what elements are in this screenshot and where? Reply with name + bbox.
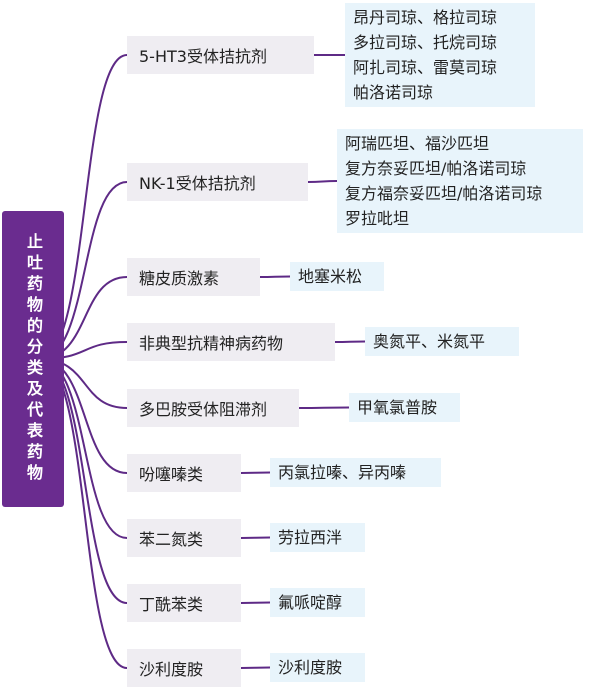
category-node: NK-1受体拮抗剂 (127, 163, 308, 201)
example-connector (298, 406, 350, 409)
example-drug: 沙利度胺 (278, 658, 343, 677)
example-node: 奥氮平、米氮平 (365, 327, 519, 356)
example-connector (240, 666, 271, 669)
category-node: 吩噻嗪类 (127, 454, 241, 492)
example-drug: 阿瑞匹坦、福沙匹坦 (345, 134, 490, 153)
example-connector (334, 340, 366, 343)
root-label: 止吐药物的分类及代表药物 (24, 233, 43, 485)
example-drug: 丙氯拉嗪、异丙嗪 (278, 463, 407, 482)
example-drug: 昂丹司琼、格拉司琼 (353, 8, 498, 27)
category-node: 5-HT3受体拮抗剂 (127, 36, 314, 74)
example-node: 沙利度胺 (270, 653, 365, 682)
example-node: 氟哌啶醇 (270, 588, 365, 617)
example-drug: 多拉司琼、托烷司琼 (353, 33, 498, 52)
example-drug: 氟哌啶醇 (278, 593, 343, 612)
example-node: 甲氧氯普胺 (349, 393, 460, 422)
example-connector (240, 536, 271, 539)
example-node: 劳拉西泮 (270, 523, 365, 552)
category-node: 苯二氮类 (127, 519, 241, 557)
example-drug: 帕洛诺司琼 (353, 83, 434, 102)
category-node: 非典型抗精神病药物 (127, 323, 335, 361)
example-drug: 甲氧氯普胺 (357, 398, 438, 417)
example-connector (307, 180, 338, 183)
example-drug: 阿扎司琼、雷莫司琼 (353, 58, 498, 77)
category-node: 沙利度胺 (127, 649, 241, 687)
example-connector (259, 275, 291, 278)
example-drug: 劳拉西泮 (278, 528, 343, 547)
category-node: 多巴胺受体阻滞剂 (127, 389, 299, 427)
example-node: 阿瑞匹坦、福沙匹坦复方奈妥匹坦/帕洛诺司琼复方福奈妥匹坦/帕洛诺司琼罗拉吡坦 (337, 129, 583, 233)
example-node: 地塞米松 (290, 262, 384, 291)
root-node: 止吐药物的分类及代表药物 (2, 211, 64, 507)
category-node: 糖皮质激素 (127, 258, 260, 296)
example-connector (240, 601, 271, 604)
example-drug: 复方福奈妥匹坦/帕洛诺司琼 (345, 184, 543, 203)
example-node: 昂丹司琼、格拉司琼多拉司琼、托烷司琼阿扎司琼、雷莫司琼帕洛诺司琼 (345, 3, 535, 107)
example-drug: 罗拉吡坦 (345, 209, 410, 228)
example-node: 丙氯拉嗪、异丙嗪 (270, 458, 441, 487)
category-node: 丁酰苯类 (127, 584, 241, 622)
example-drug: 奥氮平、米氮平 (373, 332, 486, 351)
example-drug: 复方奈妥匹坦/帕洛诺司琼 (345, 159, 527, 178)
example-connector (240, 471, 271, 474)
example-drug: 地塞米松 (298, 267, 363, 286)
